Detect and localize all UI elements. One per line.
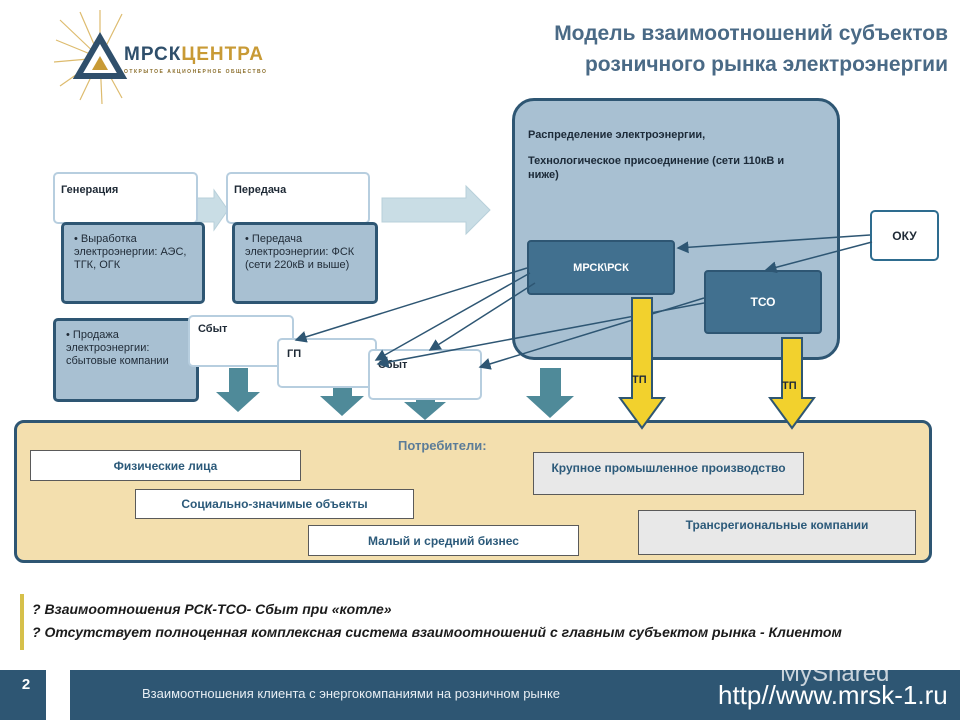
oku-box: ОКУ xyxy=(870,210,939,261)
line-mrsk-to-gp xyxy=(374,272,531,361)
footer-bar xyxy=(0,670,960,720)
line-tso-to-sbyt2 xyxy=(478,297,705,370)
tso-box: ТСО xyxy=(704,270,822,334)
line-mrsk-to-sbyt2 xyxy=(428,282,536,351)
generation-label: Генерация xyxy=(61,184,119,196)
transmission-label: Передача xyxy=(234,184,287,196)
consumer-social: Социально-значимые объекты xyxy=(135,489,414,519)
question-2: ? Отсутствует полноценная комплексная си… xyxy=(32,624,842,640)
distribution-line1: Распределение электроэнергии, xyxy=(528,129,706,141)
question-1: ? Взаимоотношения РСК-ТСО- Сбыт при «кот… xyxy=(32,601,392,617)
transmission-text: Передача электроэнергии: ФСК (сети 220кВ… xyxy=(245,233,355,271)
arrow-down-2 xyxy=(320,378,364,416)
page-title: Модель взаимоотношений субъектов розничн… xyxy=(554,18,948,80)
tp-label-1: ТП xyxy=(632,374,647,386)
footer-divider xyxy=(46,670,70,720)
consumer-transregional: Трансрегиональные компании xyxy=(638,510,916,555)
tp-arrow-1 xyxy=(618,297,666,430)
sbyt-box-1: Сбыт xyxy=(188,315,294,367)
page-number: 2 xyxy=(10,670,42,720)
generation-text: Выработка электроэнергии: АЭС, ТГК, ОГК xyxy=(74,233,187,271)
arrow-down-1 xyxy=(216,368,260,412)
footer-url-link[interactable]: http//www.mrsk-1.ru xyxy=(718,680,948,710)
sales-text: Продажа электроэнергии: сбытовые компани… xyxy=(66,329,169,367)
tp-label-2: ТП xyxy=(782,380,797,392)
logo-subtitle: ОТКРЫТОЕ АКЦИОНЕРНОЕ ОБЩЕСТВО xyxy=(124,69,268,75)
line-mrsk-to-sbyt1 xyxy=(294,267,528,343)
arrow-down-4 xyxy=(526,368,574,418)
gp-label: ГП xyxy=(287,348,302,360)
page-title-line2: розничного рынка электроэнергии xyxy=(584,53,948,76)
page-title-line1: Модель взаимоотношений субъектов xyxy=(554,22,948,45)
mrsk-label: МРСК\РСК xyxy=(573,261,629,274)
tso-label: ТСО xyxy=(750,295,776,309)
arrow-trans-to-dist xyxy=(381,184,491,236)
consumer-industry: Крупное промышленное производство xyxy=(533,452,804,495)
watermark: MyShared xyxy=(780,660,890,687)
distribution-text: Распределение электроэнергии, Технологич… xyxy=(528,128,818,182)
logo: МРСКЦЕНТРА xyxy=(124,44,264,66)
consumer-physical: Физические лица xyxy=(30,450,301,481)
logo-name-part1: МРСК xyxy=(124,44,182,65)
footer-text: Взаимоотношения клиента с энергокомпания… xyxy=(142,686,561,701)
consumers-title: Потребители: xyxy=(398,438,487,453)
consumer-small-business: Малый и средний бизнес xyxy=(308,525,579,556)
oku-label: ОКУ xyxy=(892,228,917,243)
sbyt-label-1: Сбыт xyxy=(198,323,228,335)
questions-bar xyxy=(20,594,24,650)
gp-box: ГП xyxy=(277,338,377,388)
tp-arrow-2 xyxy=(768,337,816,430)
transmission-box: • Передача электроэнергии: ФСК (сети 220… xyxy=(232,222,378,304)
generation-box: • Выработка электроэнергии: АЭС, ТГК, ОГ… xyxy=(61,222,205,304)
logo-name-part2: ЦЕНТРА xyxy=(181,44,264,65)
line-oku-to-mrsk xyxy=(676,234,871,254)
mrsk-box: МРСК\РСК xyxy=(527,240,675,295)
line-oku-to-tso xyxy=(764,241,873,274)
distribution-line2: Технологическое присоединение (сети 110к… xyxy=(528,155,785,181)
logo-star-icon xyxy=(53,10,128,105)
sales-box: • Продажа электроэнергии: сбытовые компа… xyxy=(53,318,199,402)
arrow-down-3 xyxy=(404,388,446,420)
line-tso-to-gp xyxy=(376,302,705,368)
